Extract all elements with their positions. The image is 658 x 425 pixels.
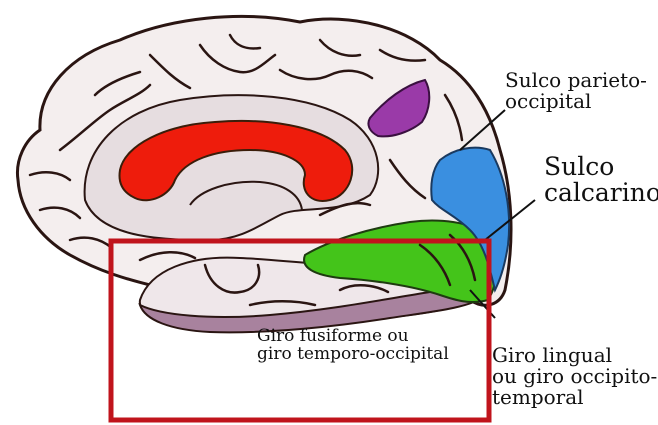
- label-sulco-calcarino: Sulco calcarino: [544, 154, 658, 207]
- label-line: Sulco parieto-: [505, 70, 647, 91]
- label-sulco-parieto-occipital: Sulco parieto- occipital: [505, 70, 647, 112]
- label-line: occipital: [505, 91, 647, 112]
- label-line: temporal: [492, 387, 657, 408]
- label-line: Sulco: [544, 154, 658, 180]
- label-giro-fusiforme: Giro fusiforme ou giro temporo-occipital: [257, 328, 449, 364]
- label-line: ou giro occipito-: [492, 366, 657, 387]
- label-line: giro temporo-occipital: [257, 346, 449, 364]
- label-line: Giro lingual: [492, 345, 657, 366]
- label-giro-lingual: Giro lingual ou giro occipito- temporal: [492, 345, 657, 408]
- label-line: calcarino: [544, 180, 658, 206]
